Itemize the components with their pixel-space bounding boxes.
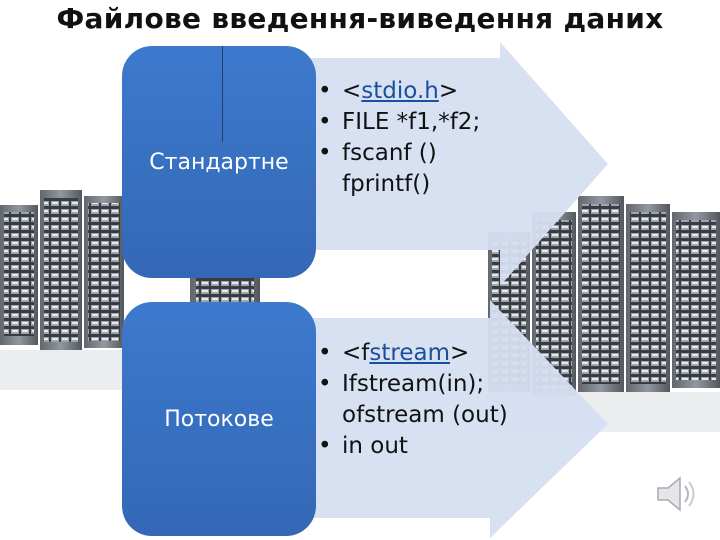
connector-line [222,46,223,142]
stdio-link[interactable]: stdio.h [361,78,439,104]
standard-box: Стандартне [122,46,316,278]
stream-box: Потокове [122,302,316,536]
bullet-continuation: fprintf() [318,169,480,200]
bullet-text: > [438,78,459,104]
fstream-link[interactable]: stream [369,340,450,366]
standard-bullets: <stdio.h> FILE *f1,*f2; fscanf () fprint… [318,76,480,200]
bullet-text: FILE *f1,*f2; [342,109,481,135]
bullet-text: > [449,340,470,366]
standard-label: Стандартне [149,149,289,175]
bullet-text: fprintf() [342,171,431,197]
stream-bullets: <fstream> Ifstream(in); ofstream (out) i… [318,338,508,462]
bullet-text: Ifstream(in); [342,371,485,397]
bullet-item: fscanf () [318,138,480,169]
bullet-text: <f [342,340,370,366]
bullet-text: < [342,78,362,104]
bullet-item: Ifstream(in); [318,369,508,400]
speaker-icon[interactable] [650,468,702,520]
bullet-item: <stdio.h> [318,76,480,107]
bullet-text: in out [342,433,408,459]
slide-title: Файлове введення-виведення даних [56,2,664,35]
bullet-item: in out [318,431,508,462]
bullet-item: FILE *f1,*f2; [318,107,480,138]
bullet-text: ofstream (out) [342,402,508,428]
bullet-text: fscanf () [342,140,437,166]
bullet-continuation: ofstream (out) [318,400,508,431]
stream-label: Потокове [164,406,274,432]
bullet-item: <fstream> [318,338,508,369]
